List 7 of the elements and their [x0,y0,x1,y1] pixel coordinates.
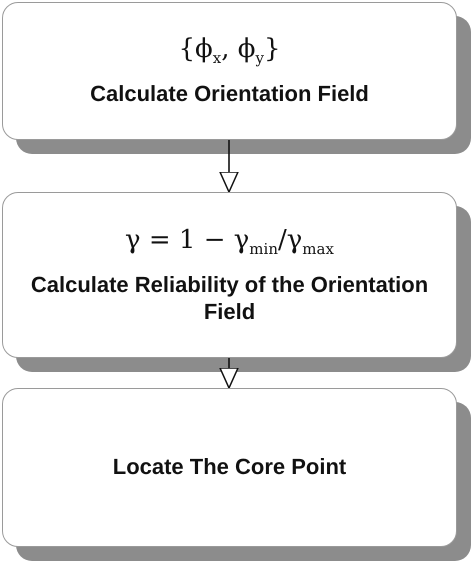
formula: {ϕ$_{x}$, ϕ$_{y}$} [178,34,281,68]
arrow [219,140,239,193]
step-label: Calculate Orientation Field [90,81,369,108]
step-label: Locate The Core Point [112,454,346,481]
arrow [219,358,239,389]
step-label: Calculate Reliability of the Orientation Field [30,272,430,325]
formula: γ = 1 − γ$_{min}$/γ$_{max}$ [125,225,334,258]
